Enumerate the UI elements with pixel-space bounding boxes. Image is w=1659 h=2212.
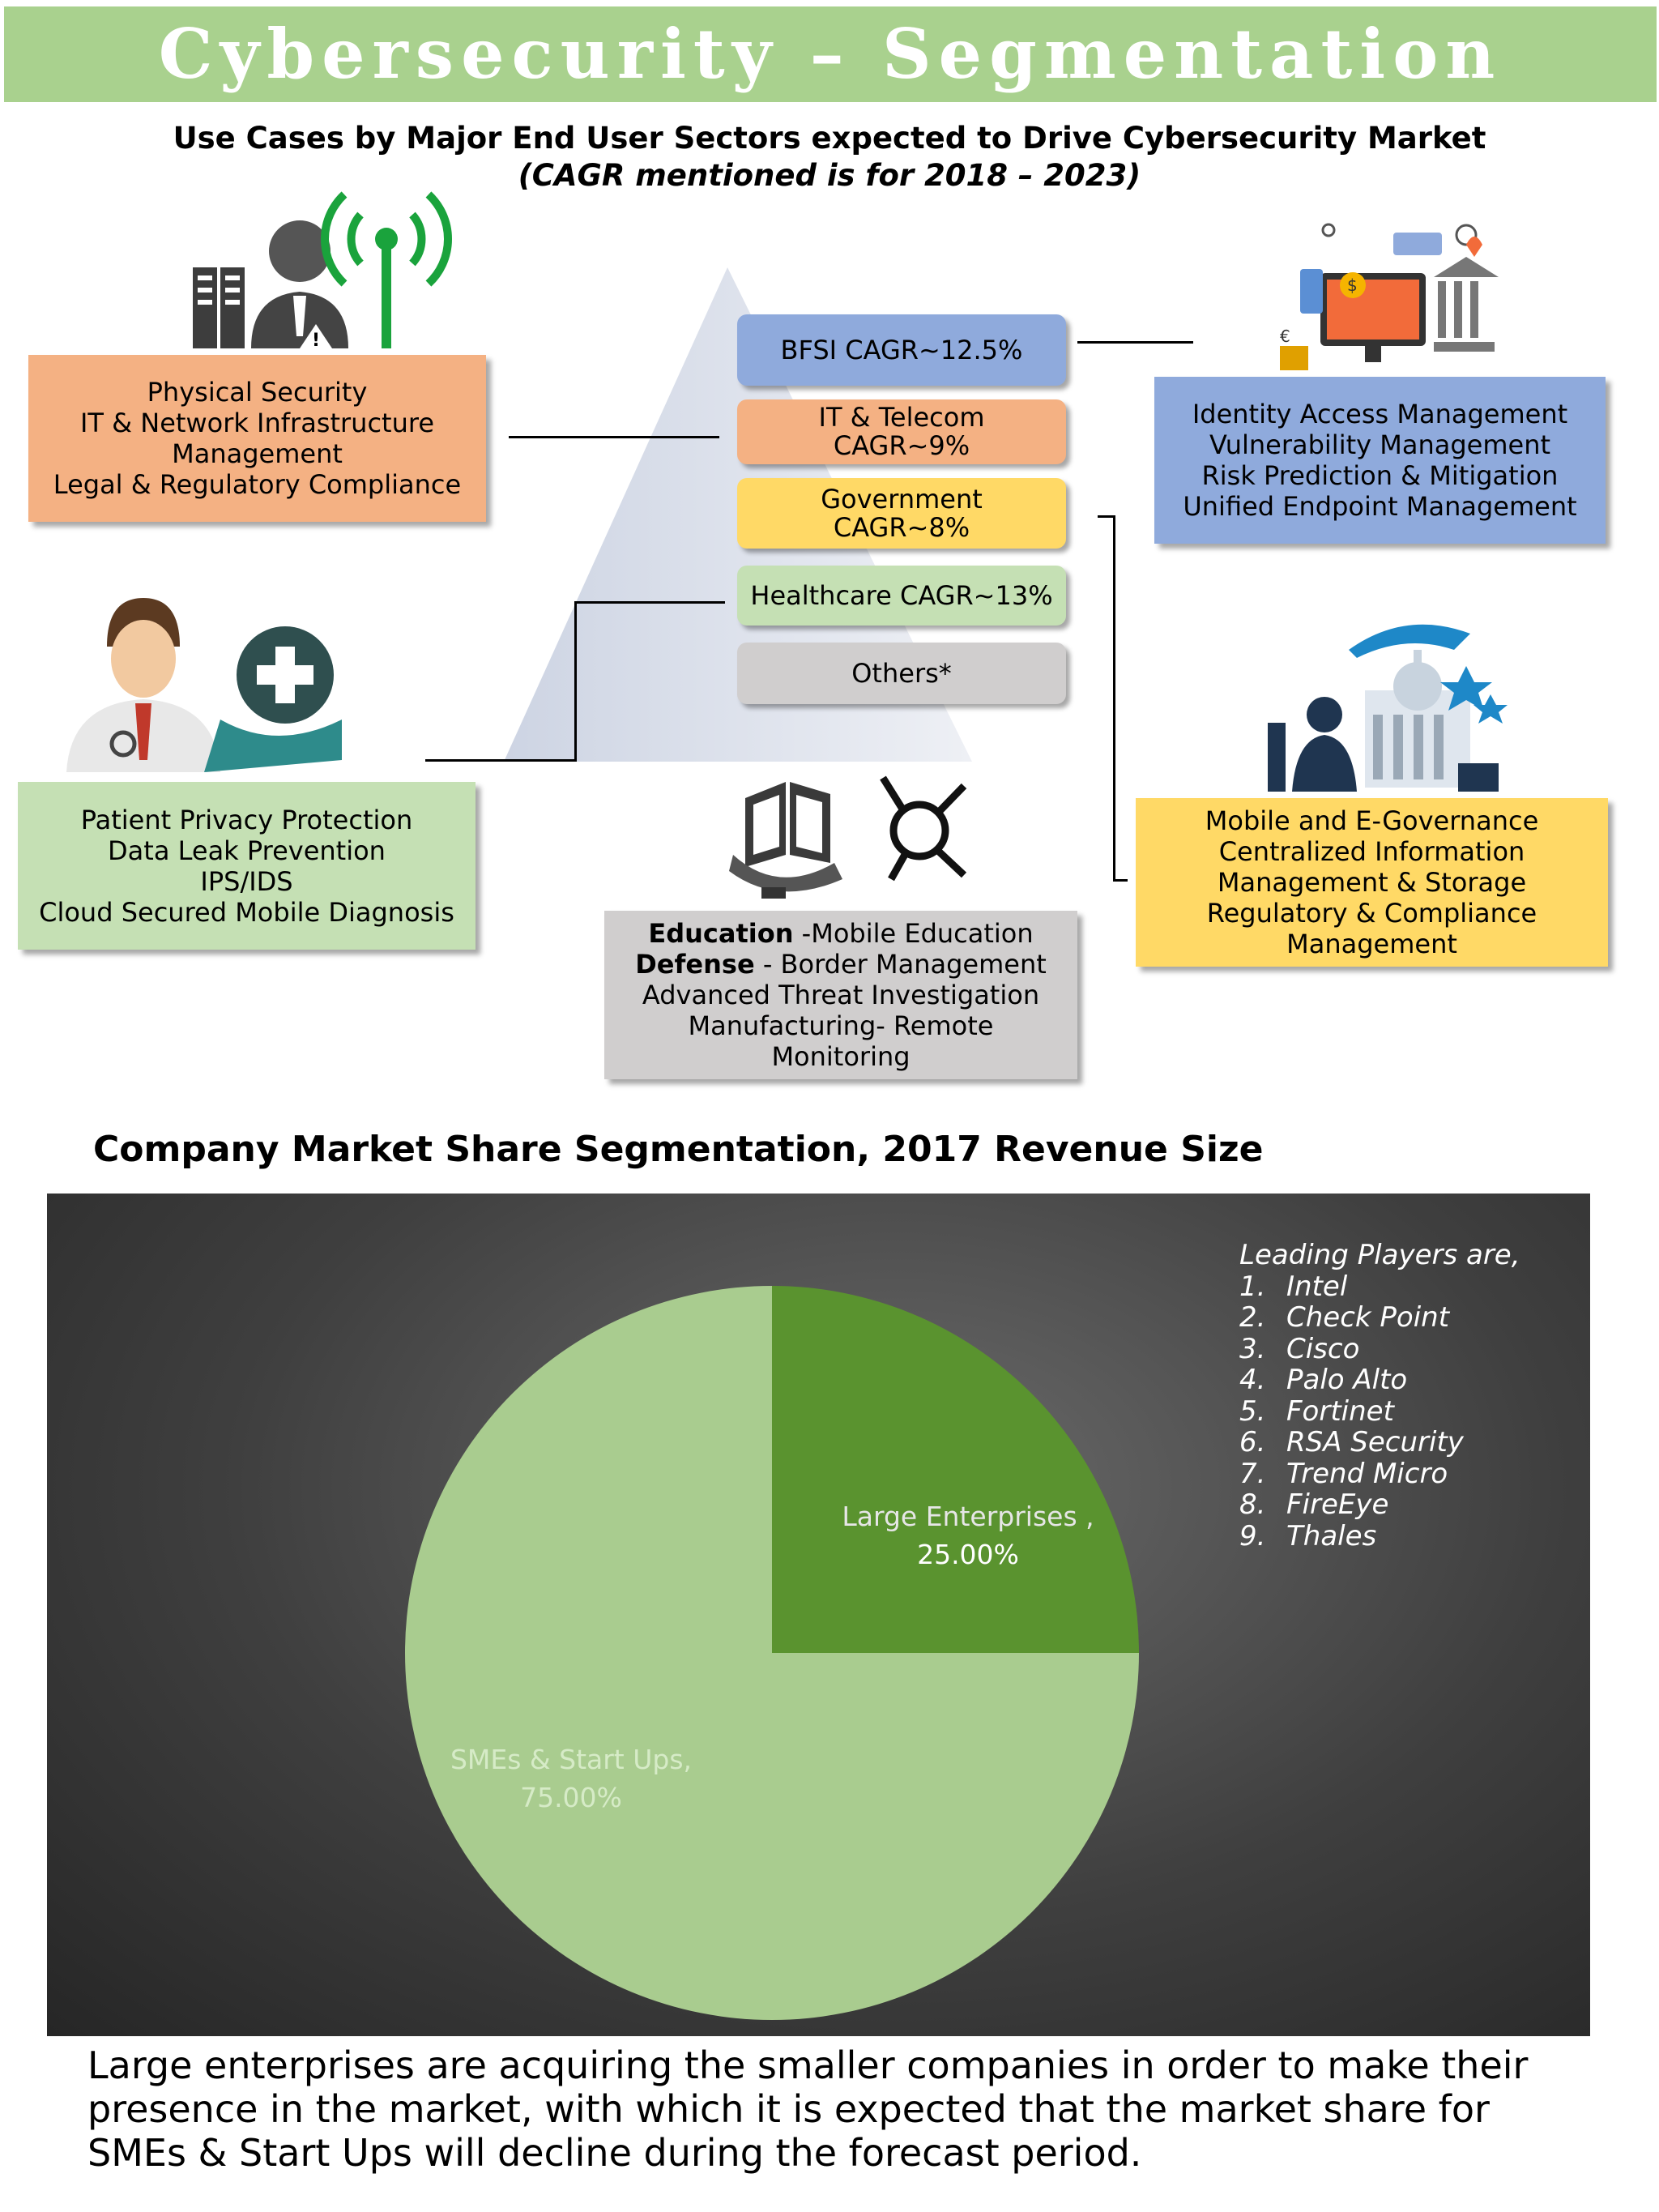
pyramid-level-cagr: CAGR~9% (833, 430, 970, 461)
player-item: 2.Check Point (1239, 1301, 1450, 1334)
pyramid-level-healthcare: Healthcare CAGR~13% (737, 566, 1066, 626)
svg-text:€: € (1280, 327, 1290, 346)
player-item: 6.RSA Security (1239, 1426, 1464, 1458)
pie-label-smes: SMEs & Start Ups, 75.00% (437, 1740, 705, 1817)
use-case-item: Management (172, 438, 343, 469)
pyramid-level-label: Others* (851, 657, 952, 689)
connector-line (509, 436, 719, 438)
education-defense-icon (729, 775, 967, 899)
use-case-item: Data Leak Prevention (108, 835, 386, 866)
svg-text:!: ! (312, 331, 320, 351)
pyramid-level-others: Others* (737, 643, 1066, 704)
pie-label-name: SMEs & Start Ups, (450, 1744, 693, 1775)
pie-label-name: Large Enterprises , (842, 1501, 1094, 1532)
use-case-item: Monitoring (771, 1041, 911, 1072)
pie-label-value: 75.00% (520, 1782, 622, 1813)
player-item: 5.Fortinet (1239, 1394, 1394, 1428)
use-case-item: Vulnerability Management (1209, 429, 1551, 460)
connector-line (577, 601, 725, 604)
pie-slice-smes-start-ups (405, 1286, 1139, 2020)
pie-label-large-enterprises: Large Enterprises , 25.00% (834, 1497, 1102, 1574)
player-item: 9.Thales (1239, 1519, 1377, 1552)
page-title: Cybersecurity – Segmentation (158, 14, 1503, 94)
pyramid-level-label: Government (821, 483, 983, 515)
subtitle-line-2: (CAGR mentioned is for 2018 – 2023) (518, 158, 1141, 193)
use-case-item: Unified Endpoint Management (1183, 491, 1577, 522)
pyramid-level-label: Healthcare CAGR~13% (750, 579, 1053, 611)
use-case-box-others: Education -Mobile Education Defense - Bo… (604, 911, 1077, 1079)
player-item: 3.Cisco (1239, 1332, 1360, 1365)
player-item: 1.Intel (1239, 1270, 1348, 1303)
connector-line (1113, 515, 1115, 882)
use-case-item: Manufacturing- Remote (688, 1010, 994, 1041)
pie-slice-large-enterprises (772, 1286, 1139, 1653)
connector-line (574, 601, 577, 762)
use-case-item: Legal & Regulatory Compliance (53, 469, 462, 500)
use-case-box-healthcare: Patient Privacy Protection Data Leak Pre… (18, 782, 476, 950)
use-case-item: Patient Privacy Protection (80, 804, 413, 835)
pie-label-value: 25.00% (917, 1539, 1019, 1570)
leading-players-list: Leading Players are, 1.Intel 2.Check Poi… (1239, 1240, 1520, 1552)
pyramid-level-label: BFSI CAGR~12.5% (780, 334, 1023, 365)
use-case-item: Physical Security (147, 377, 368, 408)
connector-line (1098, 515, 1115, 518)
players-heading: Leading Players are, (1239, 1239, 1520, 1271)
use-case-item: Regulatory & Compliance (1206, 898, 1537, 929)
use-case-box-bfsi: Identity Access Management Vulnerability… (1154, 377, 1606, 544)
footer-note: Large enterprises are acquiring the smal… (87, 2043, 1529, 2175)
subtitle-line-1: Use Cases by Major End User Sectors expe… (173, 121, 1486, 156)
player-item: 7.Trend Micro (1239, 1457, 1448, 1490)
use-case-item: Advanced Threat Investigation (642, 980, 1040, 1010)
use-case-item: IPS/IDS (200, 865, 293, 897)
player-item: 8.FireEye (1239, 1488, 1389, 1521)
pyramid-level-it-telecom: IT & Telecom CAGR~9% (737, 399, 1066, 464)
healthcare-doctor-icon (66, 598, 342, 772)
use-case-item-education: Education -Mobile Education (648, 918, 1034, 949)
pyramid-level-cagr: CAGR~8% (833, 511, 970, 543)
player-item: 4.Palo Alto (1239, 1364, 1408, 1396)
pyramid-level-government: Government CAGR~8% (737, 478, 1066, 549)
connector-line (1077, 341, 1193, 344)
use-case-item: Management (1286, 929, 1457, 959)
title-banner: Cybersecurity – Segmentation (4, 6, 1657, 102)
banking-finance-icon: $ € (1280, 223, 1499, 370)
use-case-item: Risk Prediction & Mitigation (1201, 460, 1559, 491)
section-subtitle: Use Cases by Major End User Sectors expe… (0, 120, 1659, 194)
use-case-item-defense: Defense - Border Management (635, 949, 1047, 980)
svg-text:$: $ (1347, 275, 1358, 295)
use-case-box-it-telecom: Physical Security IT & Network Infrastru… (28, 355, 486, 522)
use-case-box-government: Mobile and E-Governance Centralized Info… (1136, 798, 1608, 967)
pyramid-level-bfsi: BFSI CAGR~12.5% (737, 314, 1066, 386)
market-share-heading: Company Market Share Segmentation, 2017 … (93, 1129, 1264, 1170)
use-case-item: Identity Access Management (1192, 399, 1568, 429)
use-case-item: IT & Network Infrastructure (79, 408, 435, 438)
pyramid-level-label: IT & Telecom (818, 402, 985, 433)
connector-line (425, 759, 577, 762)
use-case-item: Mobile and E-Governance (1205, 805, 1539, 836)
connector-line (1113, 879, 1128, 882)
security-officer-icon: ! (193, 191, 453, 351)
use-case-item: Centralized Information (1218, 836, 1525, 867)
government-icon (1268, 624, 1508, 792)
use-case-item: Management & Storage (1217, 867, 1527, 898)
use-case-item: Cloud Secured Mobile Diagnosis (39, 896, 454, 928)
